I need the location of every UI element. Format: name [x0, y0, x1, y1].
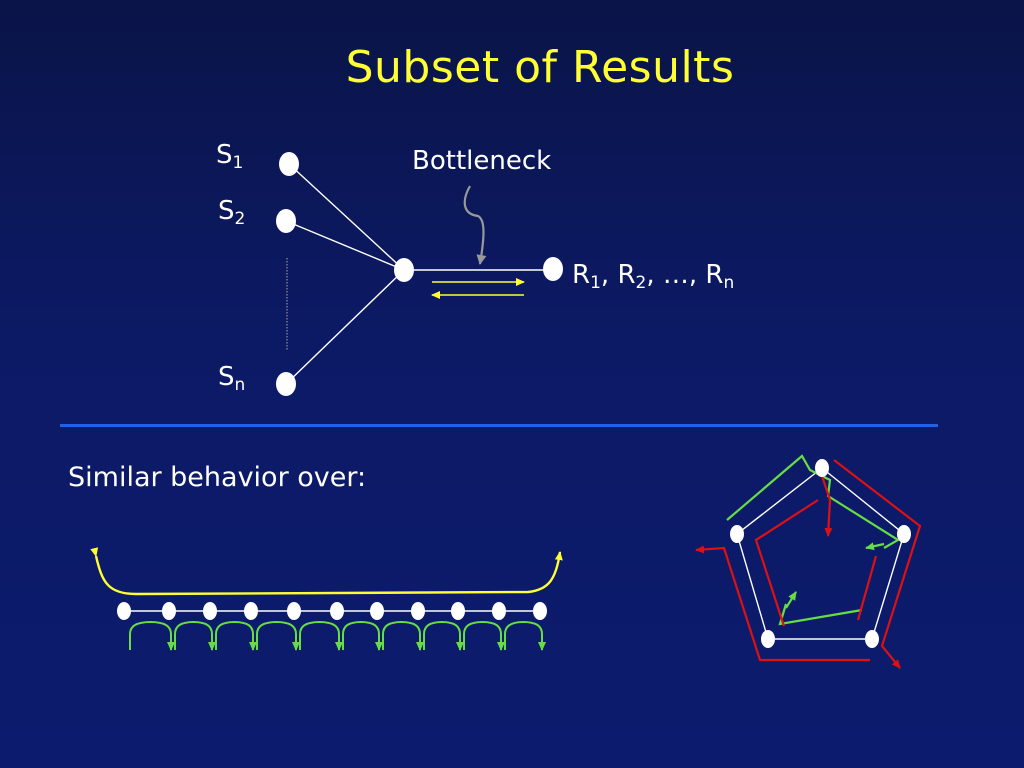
chain-hop-arrow [215, 620, 257, 651]
chain-node [287, 602, 301, 620]
source-node-s1 [279, 152, 299, 176]
chain-node [244, 602, 258, 620]
chain-node [117, 602, 131, 620]
caption-similar-behavior: Similar behavior over: [68, 462, 367, 493]
chain-node [451, 602, 465, 620]
ring-inner-red-flow [754, 499, 819, 627]
source-node-sn [276, 372, 296, 396]
slide-title: Subset of Results [345, 42, 735, 93]
topology-diagram [276, 152, 563, 396]
chain-diagram [90, 547, 563, 651]
chain-node [162, 602, 176, 620]
receiver-node [543, 257, 563, 281]
ring-diagram [695, 454, 922, 669]
chain-hop-arrow [129, 620, 175, 651]
chain-node [411, 602, 425, 620]
chain-node [370, 602, 384, 620]
ring-outer-red-flow-bottom [695, 545, 870, 662]
chain-hop-arrow [174, 620, 216, 651]
ring-outer-red-flow [833, 459, 922, 669]
ring-node-top [815, 459, 829, 477]
ring-node-right [897, 525, 911, 543]
link-s1-router [288, 163, 405, 271]
source-label-s2: S2 [218, 196, 246, 229]
ring-outer-green-flow [726, 454, 901, 549]
ring-inner-red-flow-right [820, 475, 833, 537]
ring-inner-red-flow-lower [856, 555, 878, 621]
chain-hop-arrow [504, 620, 546, 651]
receivers-label: R1, R2, …, Rn [572, 260, 735, 293]
chain-node [533, 602, 547, 620]
chain-hop-flows [129, 620, 546, 651]
bottleneck-label: Bottleneck [412, 146, 552, 176]
chain-node [203, 602, 217, 620]
section-divider [60, 424, 938, 427]
chain-nodes [117, 602, 547, 620]
chain-node [492, 602, 506, 620]
ring-node-left [730, 525, 744, 543]
link-sn-router [285, 269, 405, 385]
source-label-s1: S1 [216, 140, 244, 173]
chain-hop-arrow [342, 620, 383, 651]
source-node-s2 [276, 209, 296, 233]
chain-hop-arrow [256, 620, 300, 651]
ring-inner-green-flow [778, 603, 863, 626]
chain-hop-arrow [423, 620, 464, 651]
ring-links [736, 467, 905, 640]
bottleneck-pointer [463, 185, 487, 265]
chain-end-to-end-flow [90, 547, 563, 596]
ring-node-bottom-left [761, 630, 775, 648]
ring-green-arrow-up [785, 591, 797, 609]
chain-node [330, 602, 344, 620]
chain-hop-arrow [463, 620, 505, 651]
router-node [394, 258, 414, 282]
source-label-sn: Sn [218, 362, 246, 395]
chain-hop-arrow [299, 620, 343, 651]
ring-node-bottom-right [865, 630, 879, 648]
link-s2-router [285, 220, 405, 271]
chain-hop-arrow [382, 620, 424, 651]
ring-green-arrow-right [865, 542, 885, 551]
